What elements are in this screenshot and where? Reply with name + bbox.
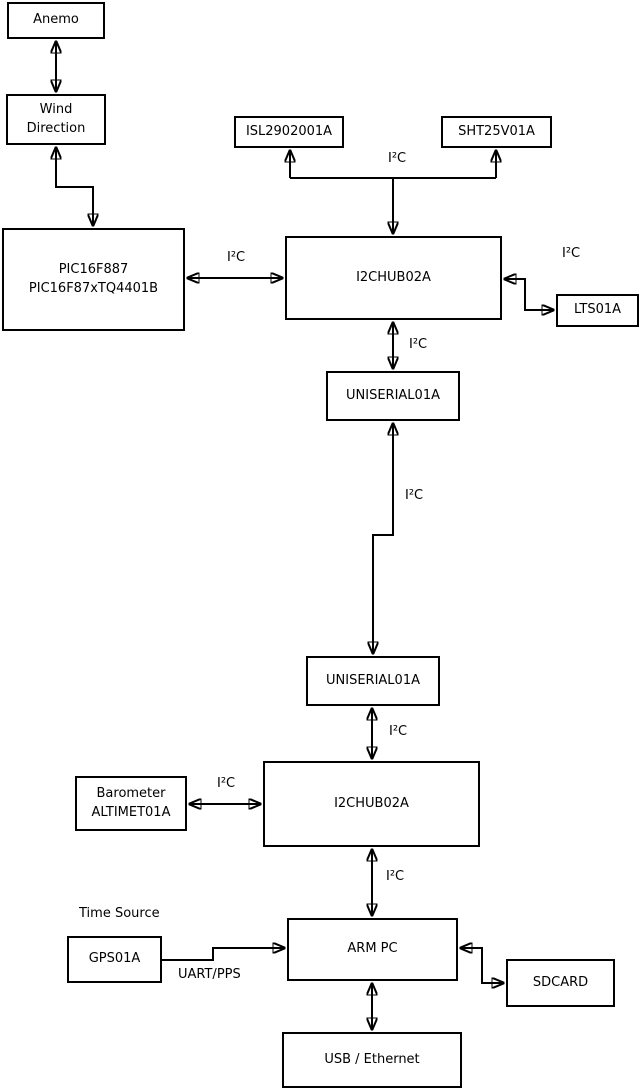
edge-label-i2c-sensors: I²C <box>388 151 407 166</box>
box-sht25v01a: SHT25V01A <box>441 116 552 148</box>
box-sdcard: SDCARD <box>506 959 615 1007</box>
edge-label-i2c-barometer: I²C <box>217 776 236 791</box>
connector-uniserial-link <box>373 423 393 654</box>
box-pic-microcontroller: PIC16F887 PIC16F87xTQ4401B <box>2 228 185 331</box>
box-uniserial-top-label: UNISERIAL01A <box>346 387 440 403</box>
box-pic-line1: PIC16F887 <box>58 261 129 277</box>
box-anemometer-label: Anemo <box>33 12 79 28</box>
connector-wind-pic <box>56 147 93 226</box>
box-barometer: Barometer ALTIMET01A <box>75 776 187 831</box>
box-uniserial-bottom: UNISERIAL01A <box>306 656 440 706</box>
box-gps01a-label: GPS01A <box>88 951 141 967</box>
box-isl2902001a: ISL2902001A <box>234 116 344 148</box>
connector-armpc-sdcard <box>460 948 504 983</box>
edge-label-uart-pps: UART/PPS <box>178 967 241 982</box>
box-barometer-line2: ALTIMET01A <box>91 804 171 820</box>
box-arm-pc: ARM PC <box>287 918 458 981</box>
box-usb-ethernet-label: USB / Ethernet <box>324 1051 420 1067</box>
edge-label-i2c-lts: I²C <box>562 246 581 261</box>
box-i2chub-bottom: I2CHUB02A <box>263 761 480 847</box>
box-gps01a: GPS01A <box>67 936 162 983</box>
box-uniserial-top: UNISERIAL01A <box>326 371 460 421</box>
box-wind-direction-line1: Wind <box>39 101 73 117</box>
box-sdcard-label: SDCARD <box>532 974 589 990</box>
box-wind-direction: Wind Direction <box>6 94 106 145</box>
connector-hub-lts <box>504 279 554 310</box>
box-i2chub-top: I2CHUB02A <box>285 236 502 320</box>
edge-label-i2c-hub-uniserial: I²C <box>409 337 428 352</box>
edge-label-i2c-serial-link: I²C <box>405 488 424 503</box>
box-barometer-line1: Barometer <box>96 785 166 801</box>
box-anemometer: Anemo <box>7 2 105 39</box>
edge-label-i2c-armpc: I²C <box>386 869 405 884</box>
box-uniserial-bottom-label: UNISERIAL01A <box>326 672 420 688</box>
box-i2chub-bottom-label: I2CHUB02A <box>334 795 409 811</box>
connector-gps-armpc <box>162 948 285 961</box>
box-usb-ethernet: USB / Ethernet <box>282 1032 462 1088</box>
box-wind-direction-line2: Direction <box>26 120 86 136</box>
box-lts01a: LTS01A <box>556 294 639 327</box>
edge-label-i2c-pic: I²C <box>227 250 246 265</box>
box-sht25v01a-label: SHT25V01A <box>458 123 535 139</box>
box-i2chub-top-label: I2CHUB02A <box>356 269 431 285</box>
box-arm-pc-label: ARM PC <box>347 941 398 957</box>
label-time-source: Time Source <box>79 906 160 921</box>
box-lts01a-label: LTS01A <box>573 302 622 318</box>
box-pic-line2: PIC16F87xTQ4401B <box>28 280 159 296</box>
box-isl2902001a-label: ISL2902001A <box>245 123 333 139</box>
edge-label-i2c-uniserial-hub: I²C <box>389 724 408 739</box>
